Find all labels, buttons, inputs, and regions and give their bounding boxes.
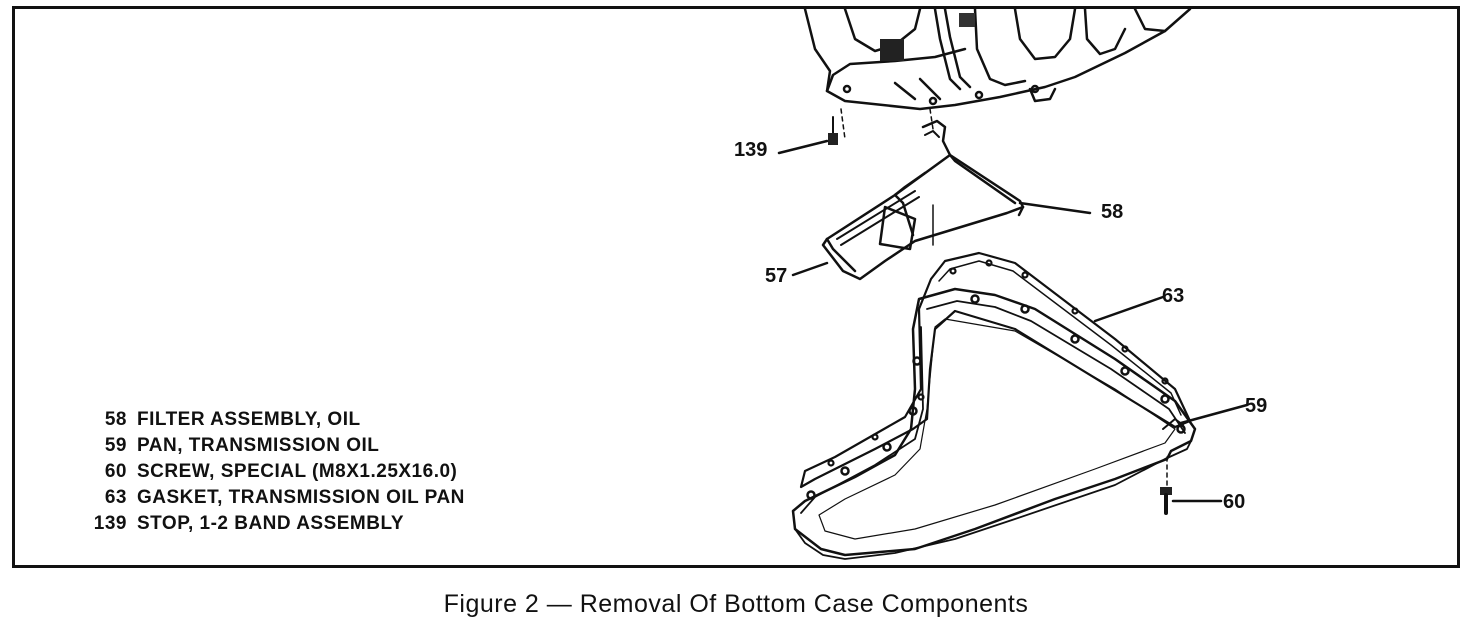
figure-frame: 139 58 57 63 59 60 58 FILTER ASSEMBLY, O… <box>12 6 1460 568</box>
legend-number: 63 <box>104 487 127 508</box>
transmission-case <box>803 9 1192 111</box>
oil-filter-assembly <box>791 119 1092 281</box>
callout-59: 59 <box>1245 395 1268 417</box>
legend-description: STOP, 1-2 BAND ASSEMBLY <box>137 513 405 534</box>
legend-description: PAN, TRANSMISSION OIL <box>137 435 380 456</box>
legend-item: 59 PAN, TRANSMISSION OIL <box>83 433 465 459</box>
legend-number: 139 <box>93 513 127 534</box>
callout-60: 60 <box>1223 491 1246 513</box>
legend-item: 58 FILTER ASSEMBLY, OIL <box>83 407 465 433</box>
exploded-view-drawing <box>777 9 1249 560</box>
legend-description: SCREW, SPECIAL (M8X1.25X16.0) <box>137 461 458 482</box>
legend-item: 63 GASKET, TRANSMISSION OIL PAN <box>83 485 465 511</box>
callout-63: 63 <box>1162 285 1185 307</box>
callout-57: 57 <box>765 265 788 287</box>
oil-pan-gasket <box>799 251 1192 489</box>
legend-number: 60 <box>104 461 127 482</box>
legend-number: 58 <box>104 409 127 430</box>
legend-item: 60 SCREW, SPECIAL (M8X1.25X16.0) <box>83 459 465 485</box>
callout-139: 139 <box>734 139 768 161</box>
parts-legend: 58 FILTER ASSEMBLY, OIL 59 PAN, TRANSMIS… <box>83 407 465 537</box>
legend-description: FILTER ASSEMBLY, OIL <box>137 409 361 430</box>
special-screw-part <box>1160 456 1223 515</box>
legend-description: GASKET, TRANSMISSION OIL PAN <box>137 487 465 508</box>
figure-caption: Figure 2 — Removal Of Bottom Case Compon… <box>443 590 1029 618</box>
transmission-oil-pan <box>791 287 1249 560</box>
callout-58: 58 <box>1101 201 1124 223</box>
legend-number: 59 <box>104 435 127 456</box>
legend-item: 139 STOP, 1-2 BAND ASSEMBLY <box>83 511 465 537</box>
stop-1-2-band-part <box>777 116 838 155</box>
